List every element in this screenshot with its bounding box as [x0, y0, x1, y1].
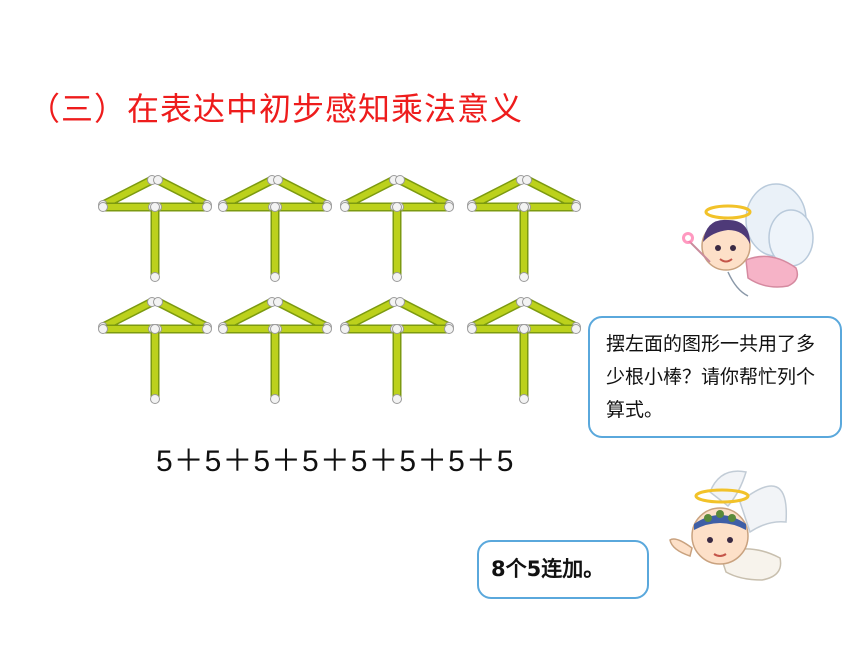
stick: [218, 202, 278, 212]
fairy-icon: [682, 183, 814, 297]
stick: [270, 324, 280, 404]
stick: [152, 324, 212, 334]
angel-icon: [669, 470, 788, 581]
stick: [521, 324, 581, 334]
stick: [218, 324, 278, 334]
stick: [340, 202, 400, 212]
stick: [394, 202, 454, 212]
stick: [150, 324, 160, 404]
stick: [98, 202, 158, 212]
stick-figure-5: [98, 297, 212, 404]
stick: [152, 202, 212, 212]
stick: [272, 324, 332, 334]
speech-bubble-question: 摆左面的图形一共用了多少根小棒？请你帮忙列个算式。: [588, 316, 842, 438]
stick: [519, 324, 529, 404]
stick: [519, 202, 529, 282]
stick: [392, 202, 402, 282]
stick: [270, 202, 280, 282]
stick-figure-1: [98, 175, 212, 282]
stick: [340, 324, 400, 334]
stick-figure-2: [218, 175, 332, 282]
stick: [272, 202, 332, 212]
speech-bubble-answer: 8个5连加。: [477, 540, 649, 599]
stick-figure-4: [467, 175, 581, 282]
addition-equation: 5＋5＋5＋5＋5＋5＋5＋5: [156, 445, 515, 478]
stick: [467, 202, 527, 212]
stick: [521, 202, 581, 212]
stick-figure-6: [218, 297, 332, 404]
stick-figure-8: [467, 297, 581, 404]
page-title: （三）在表达中初步感知乘法意义: [28, 90, 524, 128]
question-text: 摆左面的图形一共用了多少根小棒？请你帮忙列个算式。: [606, 333, 816, 421]
stick: [394, 324, 454, 334]
stick: [467, 324, 527, 334]
stick: [98, 324, 158, 334]
answer-text: 8个5连加。: [491, 557, 605, 581]
stick: [392, 324, 402, 404]
stick-figure-3: [340, 175, 454, 282]
stick-figure-7: [340, 297, 454, 404]
stick: [150, 202, 160, 282]
